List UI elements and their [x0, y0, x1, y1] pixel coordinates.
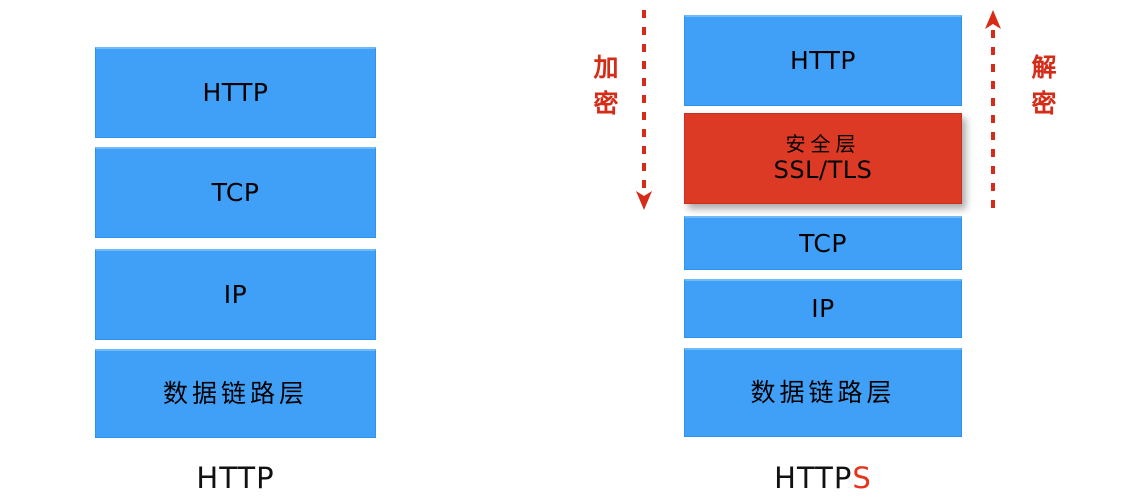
- decrypt-annotation-char-2: 密: [1031, 89, 1057, 119]
- left-layer-ip: IP: [95, 249, 376, 340]
- right-layer-datalink-label: 数据链路层: [750, 378, 896, 407]
- right-layer-security-ssl-tls: 安全层 SSL/TLS: [684, 113, 962, 204]
- decrypt-up-arrow-icon: [985, 10, 1001, 211]
- left-layer-tcp: TCP: [95, 147, 376, 238]
- right-stack-caption-text: HTTP: [774, 461, 853, 495]
- encrypt-annotation-label: 加 密: [584, 50, 628, 123]
- right-layer-security-sublabel: SSL/TLS: [773, 156, 873, 185]
- right-layer-tcp: TCP: [684, 216, 962, 270]
- left-layer-datalink-label: 数据链路层: [162, 379, 308, 408]
- left-layer-ip-label: IP: [223, 280, 248, 309]
- right-stack-caption-accent: S: [852, 461, 872, 495]
- left-stack-caption: HTTP: [95, 461, 376, 495]
- left-layer-http: HTTP: [95, 47, 376, 138]
- right-layer-tcp-label: TCP: [799, 228, 847, 258]
- left-layer-datalink: 数据链路层: [95, 349, 376, 438]
- encrypt-annotation-char-2: 密: [593, 89, 619, 119]
- left-layer-http-label: HTTP: [202, 78, 269, 107]
- right-layer-http: HTTP: [684, 15, 962, 106]
- left-layer-tcp-label: TCP: [211, 178, 260, 207]
- encrypt-down-arrow-icon: [636, 10, 652, 210]
- right-layer-datalink: 数据链路层: [684, 348, 962, 437]
- right-layer-security-label: 安全层: [785, 131, 861, 156]
- decrypt-annotation-label: 解 密: [1022, 50, 1066, 123]
- right-layer-ip: IP: [684, 279, 962, 338]
- encrypt-annotation-char-1: 加: [593, 53, 619, 82]
- right-layer-ip-label: IP: [811, 294, 835, 323]
- decrypt-annotation-char-1: 解: [1031, 53, 1057, 82]
- left-stack-caption-text: HTTP: [196, 461, 275, 495]
- right-stack-caption: HTTPS: [684, 461, 962, 495]
- right-layer-http-label: HTTP: [790, 46, 856, 75]
